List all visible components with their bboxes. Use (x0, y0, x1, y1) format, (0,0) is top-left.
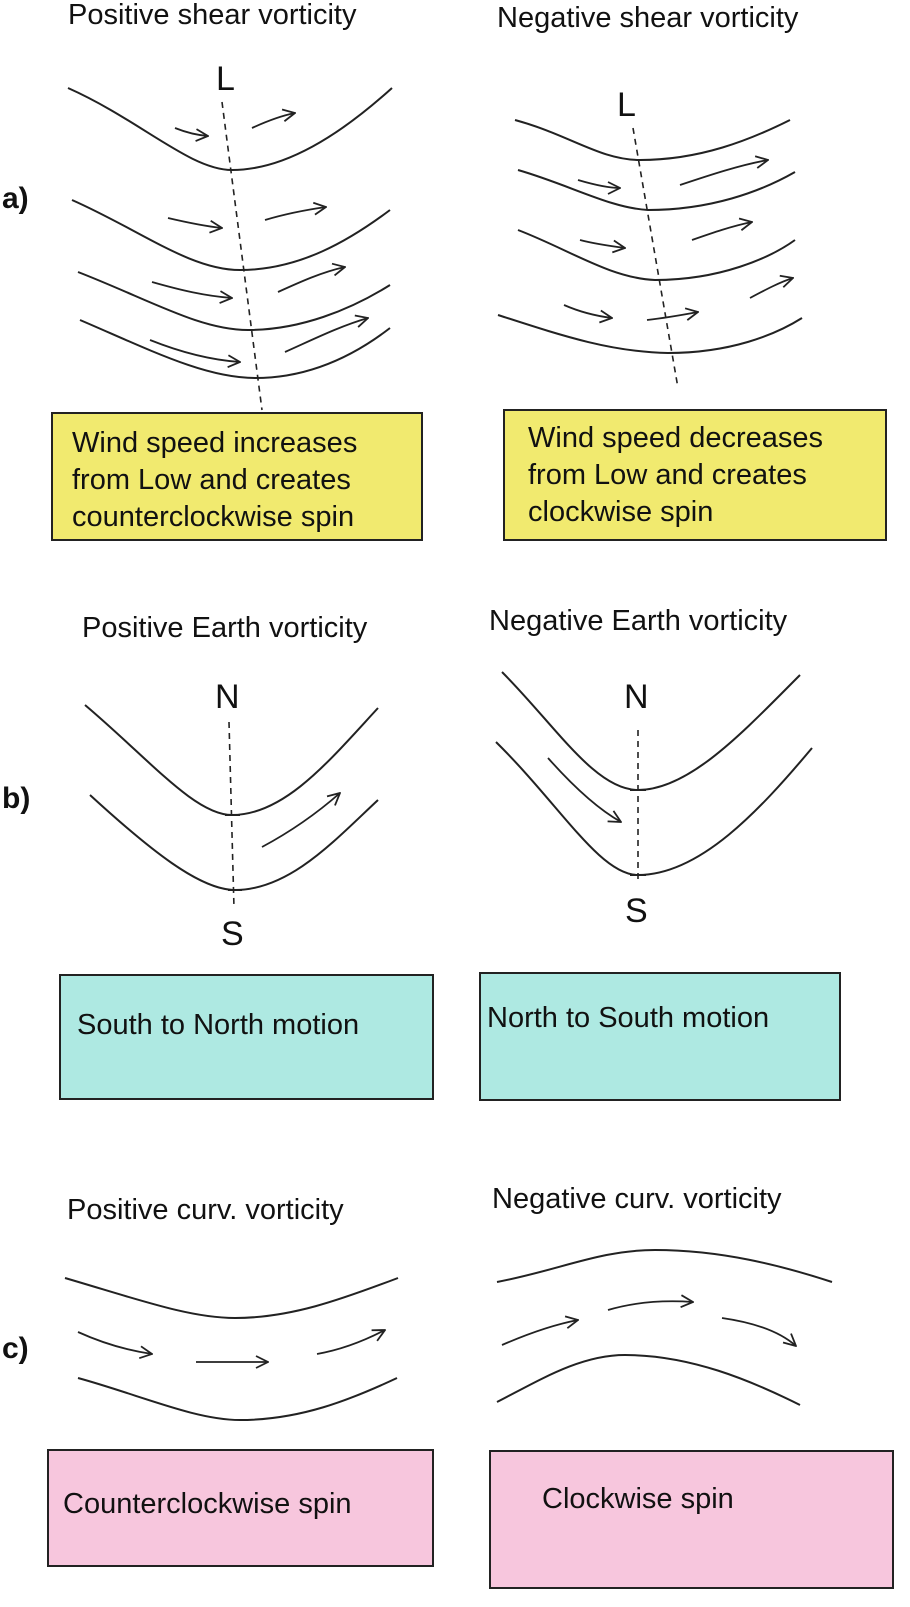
streamline (496, 1248, 833, 1283)
positive-curvature-title: Positive curv. vorticity (67, 1194, 344, 1226)
negative-shear-description-box (503, 409, 887, 541)
negative-shear-panel: Negative shear vorticity L Wind speed de… (497, 2, 887, 541)
positive-shear-description-box (51, 412, 423, 541)
negative-shear-description-line: Wind speed decreases (528, 422, 823, 454)
positive-shear-description-line: from Low and creates (72, 464, 351, 496)
streamline (495, 741, 813, 877)
wind-arrow (579, 239, 625, 248)
negative-shear-description-line: clockwise spin (528, 496, 713, 528)
negative-shear-title: Negative shear vorticity (497, 2, 799, 34)
positive-curvature-description: Counterclockwise spin (63, 1488, 352, 1520)
negative-curvature-description: Clockwise spin (542, 1483, 734, 1515)
positive-earth-south-marker: S (221, 915, 244, 953)
wind-arrow (151, 281, 232, 298)
negative-earth-south-marker: S (625, 892, 648, 930)
positive-shear-panel: Positive shear vorticity L Wind speed in… (51, 0, 423, 541)
positive-curvature-panel: Positive curv. vorticity Counterclockwis… (47, 1194, 434, 1567)
wind-arrow (316, 1330, 385, 1355)
negative-curvature-panel: Negative curv. vorticity Clockwise spin (489, 1183, 894, 1589)
negative-curvature-description-box (489, 1450, 894, 1589)
positive-earth-north-marker: N (215, 678, 240, 716)
row-label-b: b) (2, 782, 30, 815)
positive-shear-description-line: counterclockwise spin (72, 501, 354, 533)
negative-earth-description: North to South motion (487, 1002, 769, 1034)
wind-arrow (277, 267, 345, 293)
positive-shear-description-line: Wind speed increases (72, 427, 357, 459)
positive-curvature-description-box (47, 1449, 434, 1567)
wind-arrow (77, 1331, 152, 1354)
streamline (501, 671, 801, 792)
negative-curvature-title: Negative curv. vorticity (492, 1183, 782, 1215)
positive-shear-title: Positive shear vorticity (68, 0, 357, 31)
negative-shear-description-line: from Low and creates (528, 459, 807, 491)
wind-arrow (251, 113, 295, 129)
positive-earth-title: Positive Earth vorticity (82, 612, 368, 644)
streamline (89, 794, 379, 892)
trough-axis-dashed (632, 127, 679, 389)
wind-arrow (607, 1301, 693, 1311)
streamline (514, 119, 791, 162)
positive-earth-description: South to North motion (77, 1009, 359, 1041)
negative-earth-north-marker: N (624, 678, 649, 716)
negative-earth-panel: Negative Earth vorticity N S North to So… (479, 605, 841, 1101)
wind-arrow (691, 222, 752, 241)
row-label-c: c) (2, 1332, 29, 1365)
streamline (77, 271, 391, 332)
streamline (497, 314, 803, 355)
wind-arrow (149, 339, 240, 362)
wind-arrow (501, 1320, 578, 1346)
negative-earth-description-box (479, 972, 841, 1101)
streamline (79, 319, 391, 380)
positive-earth-description-box (59, 974, 434, 1100)
streamline (77, 1377, 398, 1422)
wind-arrow (749, 278, 793, 299)
wind-arrow (174, 127, 208, 136)
streamline (67, 87, 393, 172)
wind-arrow (167, 217, 222, 228)
streamline (517, 169, 796, 212)
streamline (517, 229, 796, 282)
wind-arrow (284, 318, 368, 353)
streamline (496, 1353, 801, 1406)
positive-earth-panel: Positive Earth vorticity N S South to No… (59, 612, 434, 1100)
wind-arrow (563, 304, 612, 318)
positive-shear-low-marker: L (216, 60, 235, 98)
streamline (71, 199, 391, 272)
wind-arrow (577, 179, 620, 188)
wind-arrow (261, 793, 340, 848)
wind-arrow (679, 160, 768, 186)
row-label-a: a) (2, 182, 29, 215)
negative-earth-title: Negative Earth vorticity (489, 605, 788, 637)
wind-arrow (646, 312, 698, 321)
wind-arrow (547, 757, 621, 822)
wind-arrow (721, 1317, 796, 1346)
negative-shear-low-marker: L (617, 86, 636, 124)
wind-arrow (264, 207, 326, 221)
trough-axis-dashed (221, 101, 263, 411)
streamline (64, 1277, 399, 1320)
